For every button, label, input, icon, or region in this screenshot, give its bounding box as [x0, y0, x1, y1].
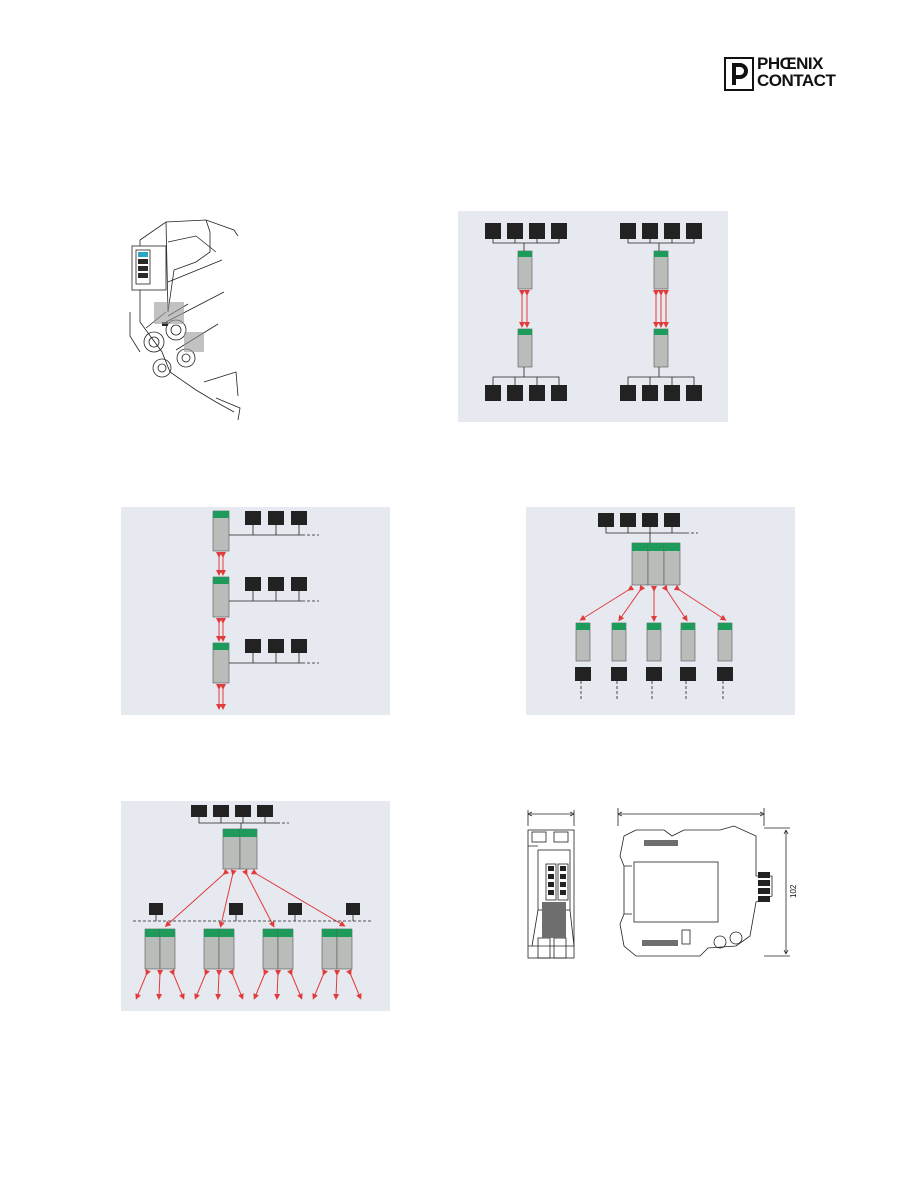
devices-bottom-right — [620, 367, 702, 401]
line-segment-2 — [212, 576, 319, 618]
logo-line-1: PHŒNIX — [757, 54, 823, 73]
line-segment-3 — [212, 639, 319, 684]
height-dimension-label: 102 — [789, 884, 798, 898]
tree-branch-devices — [133, 903, 371, 922]
tree-branch-modules — [144, 928, 353, 970]
module-top-right — [653, 250, 669, 290]
module-bottom-left — [517, 328, 533, 368]
star-central-modules — [631, 542, 681, 586]
diagram-star-topology — [526, 507, 795, 715]
dimension-drawing: 102 — [527, 808, 798, 959]
diagram-line-topology — [121, 507, 390, 715]
tree-head-devices — [191, 805, 289, 831]
devices-top-right — [620, 223, 702, 251]
devices-top-left — [485, 223, 567, 251]
diagram-tree-topology — [121, 801, 390, 1011]
star-head-devices — [598, 513, 698, 543]
line-segment-1 — [212, 510, 319, 552]
devices-bottom-left — [485, 367, 567, 401]
logo-line-2: CONTACT — [757, 71, 836, 90]
diagram-point-to-point — [458, 211, 728, 422]
module-bottom-right — [653, 328, 669, 368]
tree-root-modules — [222, 828, 258, 870]
module-top-left — [517, 250, 533, 290]
logo-text: PHŒNIX CONTACT — [757, 54, 836, 90]
device-perspective-drawing — [129, 219, 241, 421]
logo-mark-icon — [724, 57, 754, 91]
star-leaf-modules — [575, 622, 733, 662]
star-leaf-devices — [575, 667, 733, 701]
